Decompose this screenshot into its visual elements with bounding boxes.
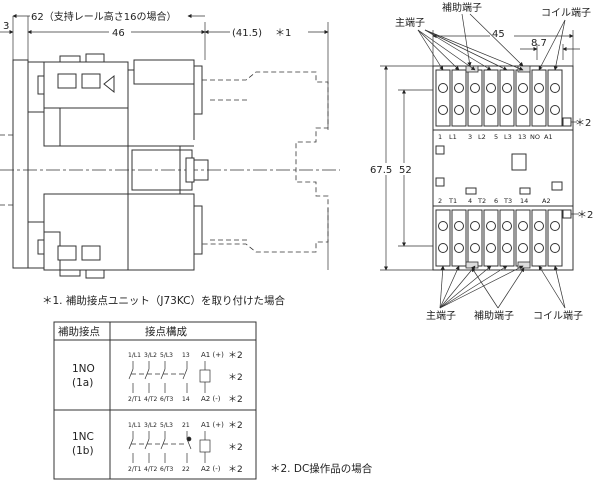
dim-body-depth: 46 xyxy=(112,28,125,39)
bottom-label: 6 xyxy=(494,197,498,205)
callout-star2-bottom: ＊2 xyxy=(577,210,593,221)
row-1-star-top: ＊2 xyxy=(228,351,243,361)
callout-aux-bottom: 補助端子 xyxy=(474,309,514,322)
note-1: ＊1. 補助接点ユニット（J73KC）を取り付けた場合 xyxy=(42,294,285,307)
row-2-bottom-label: 2/T1 xyxy=(128,466,142,473)
front-view: 45 8.7 67.5 52 xyxy=(370,1,593,322)
bottom-terminal-labels: 2 T1 4 T2 6 T3 14 A2 xyxy=(438,197,551,205)
row-2-star-bottom: ＊2 xyxy=(228,465,243,475)
row-1-coil-bottom: A2 (-) xyxy=(201,395,221,403)
callout-coil-top: コイル端子 xyxy=(541,6,591,19)
top-label: L2 xyxy=(478,133,486,141)
bottom-label: T2 xyxy=(477,197,486,205)
row-2-bottom-label: 6/T3 xyxy=(160,466,174,473)
bottom-label: 14 xyxy=(520,197,528,205)
row-1-sub: (1a) xyxy=(72,377,93,389)
row-2-top-label: 3/L2 xyxy=(144,422,157,429)
bottom-label: 4 xyxy=(468,197,472,205)
callout-coil-bottom: コイル端子 xyxy=(533,309,583,322)
row-1-top-label: 3/L2 xyxy=(144,352,157,359)
top-terminals xyxy=(435,65,572,127)
row-1-name: 1NO xyxy=(72,363,95,375)
bottom-terminals xyxy=(435,209,572,269)
table-head-config: 接点構成 xyxy=(145,325,187,338)
top-label: A1 xyxy=(544,133,553,141)
dim-total: 62（支持レール高さ16の場合） xyxy=(31,10,176,23)
callout-aux-top: 補助端子 xyxy=(442,1,482,14)
row-1-bottom-label: 14 xyxy=(182,396,190,403)
table-head-aux: 補助接点 xyxy=(58,325,100,338)
row-2-coil-top: A1 (+) xyxy=(201,421,224,429)
row-1-coil-top: A1 (+) xyxy=(201,351,224,359)
dim-height-body: 52 xyxy=(399,165,412,176)
row-1-top-label: 1/L1 xyxy=(128,352,141,359)
row-2-name: 1NC xyxy=(72,431,94,443)
side-view: 62（支持レール高さ16の場合） 3 46 (41.5) ＊1 xyxy=(0,10,340,279)
dim-width: 45 xyxy=(492,29,505,40)
dim-pitch: 8.7 xyxy=(531,38,547,49)
row-1-star-bottom: ＊2 xyxy=(228,395,243,405)
row-2-sub: (1b) xyxy=(72,445,94,457)
row-2-top-label: 21 xyxy=(182,422,190,429)
row-2-star-mid: ＊2 xyxy=(228,443,243,453)
aux-contact-table: 補助接点 接点構成 1NO (1a) 1/L1 3/L2 5/L3 13 2/T… xyxy=(53,321,257,480)
dim-offset: 3 xyxy=(3,21,9,32)
dim-aux-depth: (41.5) xyxy=(232,28,262,39)
top-label: 13 xyxy=(518,133,526,141)
row-2-star-top: ＊2 xyxy=(228,421,243,431)
top-label: NO xyxy=(530,133,540,141)
top-label: L1 xyxy=(449,133,457,141)
top-label: 5 xyxy=(494,133,498,141)
row-1-bottom-label: 4/T2 xyxy=(144,396,158,403)
top-label: L3 xyxy=(504,133,512,141)
row-1-top-label: 13 xyxy=(182,352,190,359)
note-2: ＊2. DC操作品の場合 xyxy=(270,462,373,475)
top-label: 1 xyxy=(438,133,442,141)
bottom-label: T3 xyxy=(503,197,512,205)
top-label: 3 xyxy=(468,133,472,141)
row-2-top-label: 1/L1 xyxy=(128,422,141,429)
row-2-bottom-label: 22 xyxy=(182,466,190,473)
top-terminal-labels: 1 L1 3 L2 5 L3 13 NO A1 xyxy=(438,133,553,141)
row-2-bottom-label: 4/T2 xyxy=(144,466,158,473)
row-1-top-label: 5/L3 xyxy=(160,352,173,359)
row-2-top-label: 5/L3 xyxy=(160,422,173,429)
callout-star2-top: ＊2 xyxy=(575,118,591,129)
callout-main-top: 主端子 xyxy=(395,16,425,29)
dim-height-total: 67.5 xyxy=(370,165,392,176)
bottom-label: 2 xyxy=(438,197,442,205)
bottom-label: A2 xyxy=(542,197,551,205)
dim-note-ref: ＊1 xyxy=(275,28,291,39)
row-2-coil-bottom: A2 (-) xyxy=(201,465,221,473)
bottom-label: T1 xyxy=(448,197,457,205)
callout-main-bottom: 主端子 xyxy=(426,309,456,322)
row-1-bottom-label: 2/T1 xyxy=(128,396,142,403)
row-1-bottom-label: 6/T3 xyxy=(160,396,174,403)
row-1-star-mid: ＊2 xyxy=(228,373,243,383)
